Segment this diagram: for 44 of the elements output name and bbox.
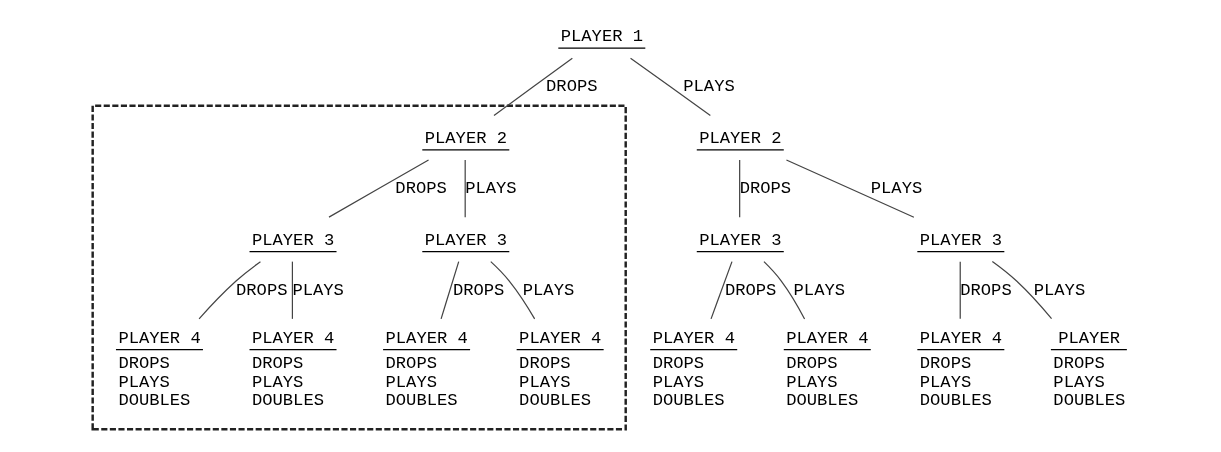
node-text: PLAYER 4 DROPS PLAYS DOUBLES xyxy=(785,328,869,410)
connector xyxy=(709,260,733,319)
connector xyxy=(629,57,711,116)
edge-label: PLAYS xyxy=(464,178,517,198)
node-text: PLAYER 4 DROPS PLAYS DOUBLES xyxy=(251,328,334,410)
node-text: PLAYER DROPS PLAYS DOUBLES xyxy=(1052,328,1125,410)
edge-label: DROPS xyxy=(739,178,791,198)
connector xyxy=(198,260,261,319)
node-text: PLAYER 4 DROPS PLAYS DOUBLES xyxy=(518,328,601,410)
node-text: PLAYER 3 xyxy=(424,230,507,250)
edge-label: DROPS xyxy=(452,280,504,300)
node-text: PLAYER 4 DROPS PLAYS DOUBLES xyxy=(652,328,735,410)
connector xyxy=(991,260,1052,319)
connector xyxy=(464,158,466,218)
edge-label: DROPS xyxy=(394,178,447,198)
node-text: PLAYER 4 DROPS PLAYS DOUBLES xyxy=(385,328,468,410)
node-text: PLAYER 3 xyxy=(919,230,1002,250)
connector xyxy=(440,260,459,319)
connector xyxy=(291,260,293,319)
connector xyxy=(327,158,429,218)
edge-label: DROPS xyxy=(724,280,776,300)
edge-label: PLAYS xyxy=(291,280,344,300)
edge-label: PLAYS xyxy=(1033,280,1085,300)
edge-label: DROPS xyxy=(959,280,1012,300)
connector xyxy=(738,158,740,218)
node-text: PLAYER 4 DROPS PLAYS DOUBLES xyxy=(117,328,201,410)
connector xyxy=(492,57,573,116)
node-text: PLAYER 3 xyxy=(251,230,334,250)
edge-label: PLAYS xyxy=(793,280,845,300)
edge-label: PLAYS xyxy=(522,280,574,300)
edge-label: PLAYS xyxy=(682,76,735,96)
connector xyxy=(785,158,914,218)
node-text: PLAYER 1 xyxy=(560,26,643,46)
connector xyxy=(489,260,535,319)
cluster xyxy=(90,104,627,431)
edge-label: DROPS xyxy=(235,280,287,300)
node-text: PLAYER 2 xyxy=(698,128,782,148)
edge-label: DROPS xyxy=(545,76,598,96)
connector xyxy=(762,260,805,320)
node-text: PLAYER 3 xyxy=(698,230,782,250)
node-text: PLAYER 4 DROPS PLAYS DOUBLES xyxy=(919,328,1002,410)
edge-label: PLAYS xyxy=(870,178,922,198)
connector xyxy=(959,260,961,319)
node-text: PLAYER 2 xyxy=(424,128,507,148)
